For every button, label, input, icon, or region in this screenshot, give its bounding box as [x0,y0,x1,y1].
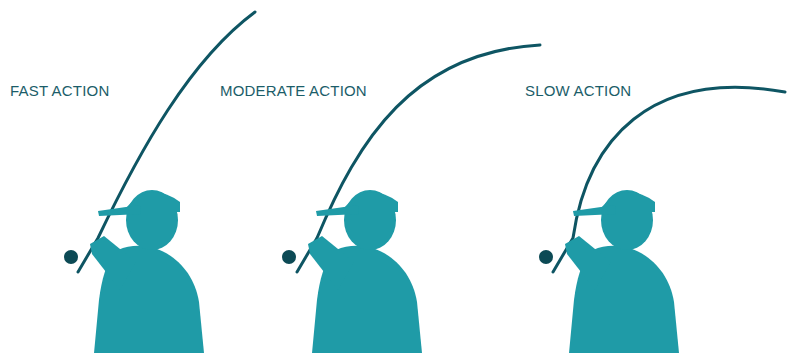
angler-silhouette [90,190,204,353]
reel [282,250,296,264]
fast-action-figure [64,12,255,353]
reel [539,250,553,264]
action-label: SLOW ACTION [525,82,631,99]
slow-action-figure [539,87,785,353]
angler-silhouette [565,190,679,353]
angler-silhouette [308,190,422,353]
reel [64,250,78,264]
fishing-rod [297,45,540,272]
action-label: FAST ACTION [10,82,109,99]
action-label: MODERATE ACTION [220,82,367,99]
